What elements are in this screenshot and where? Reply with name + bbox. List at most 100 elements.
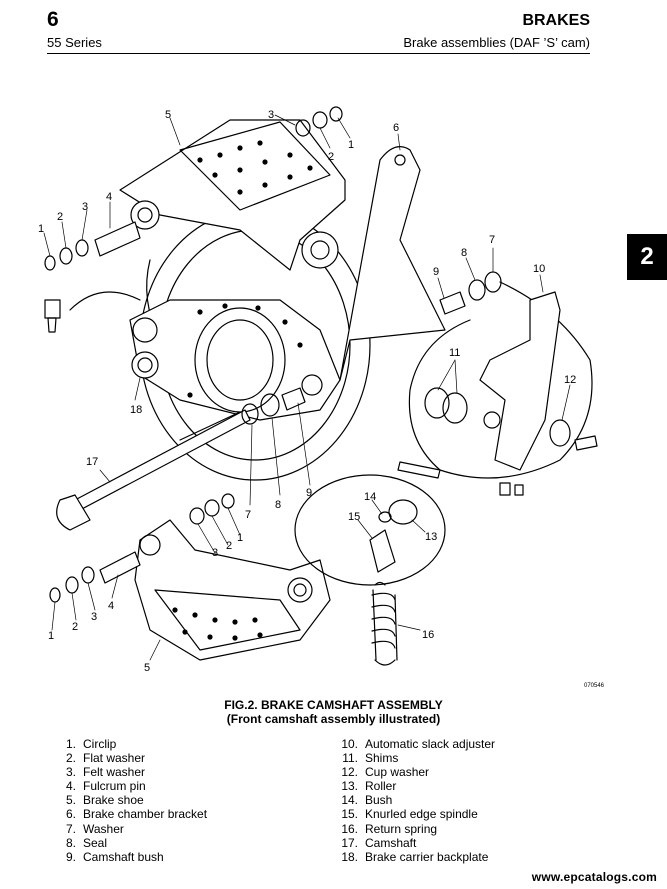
watermark-link[interactable]: www.epcatalogs.com <box>531 870 657 884</box>
legend-number: 1. <box>65 737 76 751</box>
legend-number: 17. <box>341 835 358 850</box>
callout-12: 12 <box>564 374 576 386</box>
return-spring <box>371 581 398 666</box>
callout-3-top: 3 <box>268 109 274 121</box>
callout-3-left: 3 <box>82 201 88 213</box>
section-title: BRAKES <box>522 12 590 29</box>
slack-adjuster-detail <box>397 281 598 496</box>
callout-9-right: 9 <box>433 266 439 278</box>
legend-item: 3. Felt washer <box>54 765 207 779</box>
figure-caption: FIG.2. BRAKE CAMSHAFT ASSEMBLY (Front ca… <box>0 698 667 726</box>
legend-label: Roller <box>365 779 397 794</box>
legend-item: 6. Brake chamber bracket <box>54 807 207 821</box>
callout-13: 13 <box>425 531 437 543</box>
chapter-number: 6 <box>47 8 59 31</box>
legend-item: 11. Shims <box>336 751 495 765</box>
chapter-tab[interactable]: 2 <box>627 234 667 280</box>
legend-label: Brake chamber bracket <box>83 807 208 822</box>
legend-label: Return spring <box>365 821 438 836</box>
legend-number: 2. <box>65 751 76 766</box>
legend-right: 10. Automatic slack adjuster 11. Shims 12.… <box>336 737 495 864</box>
legend-number: 13. <box>341 779 358 794</box>
callout-4-left: 4 <box>106 191 112 203</box>
upper-brake-shoe <box>119 119 346 271</box>
brake-carrier-backplate <box>129 299 341 421</box>
legend-number: 12. <box>341 765 358 780</box>
callout-8-right: 8 <box>461 247 467 259</box>
legend-number: 5. <box>65 793 76 808</box>
mounting-bolt <box>44 291 141 333</box>
legend-label: Bush <box>365 793 393 808</box>
lower-washers <box>189 493 235 525</box>
legend-label: Fulcrum pin <box>83 779 146 794</box>
legend-item: 13. Roller <box>336 779 495 793</box>
header-rule <box>47 53 590 54</box>
callout-9-mid: 9 <box>306 487 312 499</box>
callout-18: 18 <box>130 404 142 416</box>
legend-label: Cup washer <box>365 765 430 780</box>
legend-item: 5. Brake shoe <box>54 793 207 807</box>
legend-number: 18. <box>341 849 358 864</box>
legend-label: Camshaft <box>365 835 417 850</box>
callout-1-top: 1 <box>348 139 354 151</box>
series-label: 55 Series <box>47 35 102 50</box>
legend-number: 8. <box>65 835 76 850</box>
legend-item: 7. Washer <box>54 822 207 836</box>
callout-5-bottom: 5 <box>144 662 150 674</box>
legend-item: 17. Camshaft <box>336 836 495 850</box>
callout-14: 14 <box>364 491 376 503</box>
callout-2-bottom: 2 <box>72 621 78 633</box>
legend-label: Seal <box>83 835 108 850</box>
adjuster-shims <box>439 271 502 315</box>
callout-11: 11 <box>449 347 460 359</box>
subsection-title: Brake assemblies (DAF ’S’ cam) <box>403 35 590 50</box>
legend-label: Washer <box>83 821 124 836</box>
upper-fulcrum-pin-set <box>44 221 141 271</box>
legend-number: 15. <box>341 807 358 822</box>
legend-item: 16.Return spring <box>336 822 495 836</box>
legend-label: Brake shoe <box>83 793 144 808</box>
legend-item: 10. Automatic slack adjuster <box>336 737 495 751</box>
callout-15: 15 <box>348 511 360 523</box>
callout-labels: 5 3 2 1 6 1 2 3 4 18 7 8 9 9 8 7 10 11 1… <box>38 109 576 674</box>
legend-number: 3. <box>65 765 76 780</box>
roller-spindle-detail <box>294 474 446 586</box>
callout-2-left: 2 <box>57 211 63 223</box>
legend-number: 9. <box>65 849 76 864</box>
camshaft-seal-set <box>241 387 306 425</box>
legend-label: Brake carrier backplate <box>365 849 489 864</box>
legend-item: 1. Circlip <box>54 737 207 751</box>
legend-label: Felt washer <box>83 765 146 780</box>
legend-number: 4. <box>65 779 76 794</box>
brake-chamber-bracket <box>339 146 446 381</box>
callout-16: 16 <box>422 629 434 641</box>
callout-2-lower-mid: 2 <box>226 540 232 552</box>
legend-number: 6. <box>65 807 76 822</box>
callout-1-lower-mid: 1 <box>237 532 243 544</box>
callout-8-mid: 8 <box>275 499 281 511</box>
legend-item: 18. Brake carrier backplate <box>336 850 495 864</box>
callout-5-top: 5 <box>165 109 171 121</box>
legend-item: 14.Bush <box>336 793 495 807</box>
figure-code: 070546 <box>584 683 605 689</box>
legend-label: Knurled edge spindle <box>365 807 478 822</box>
callout-10: 10 <box>533 263 545 275</box>
callout-3-lower-mid: 3 <box>212 547 218 559</box>
legend-label: Circlip <box>83 737 117 751</box>
legend-item: 2.Flat washer <box>54 751 207 765</box>
legend-number: 10. <box>341 737 358 751</box>
legend-item: 9.Camshaft bush <box>54 850 207 864</box>
figure-subtitle: (Front camshaft assembly illustrated) <box>226 712 441 726</box>
lower-fulcrum-pin-set <box>49 551 141 603</box>
legend-number: 7. <box>65 821 76 836</box>
callout-7-right: 7 <box>489 234 495 246</box>
camshaft <box>56 409 251 531</box>
callout-1-bottom: 1 <box>48 630 54 642</box>
legend-number: 11. <box>342 751 358 766</box>
callout-3-bottom: 3 <box>91 611 97 623</box>
legend-item: 8. Seal <box>54 836 207 850</box>
legend-label: Automatic slack adjuster <box>365 737 496 751</box>
leader-lines <box>43 114 571 661</box>
callout-4-bottom: 4 <box>108 600 114 612</box>
legend-label: Shims <box>365 751 399 766</box>
